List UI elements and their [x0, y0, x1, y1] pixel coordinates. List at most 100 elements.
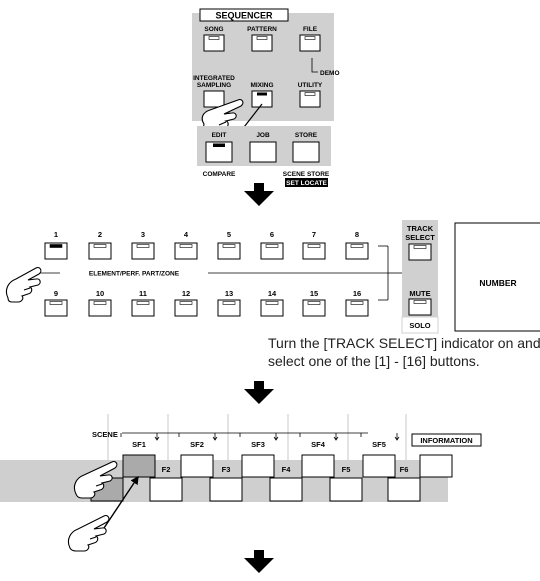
number-bottom-label-12: 12	[182, 289, 190, 298]
song-indicator	[208, 36, 220, 40]
pattern-indicator	[256, 36, 268, 40]
set-locate-badge	[285, 178, 328, 187]
pattern-label: PATTERN	[247, 26, 277, 33]
scene-arrow-icon-2	[212, 433, 218, 441]
number-indicator-14	[265, 301, 279, 305]
integrated-label-1: INTEGRATED	[193, 75, 235, 82]
hand-icon-sf1	[73, 461, 118, 499]
sf-button-SF4[interactable]	[301, 454, 335, 478]
file-label: FILE	[303, 26, 318, 33]
number-top-label-2: 2	[98, 230, 102, 239]
down-arrow-icon-3	[244, 550, 274, 573]
number-bottom-label-16: 16	[353, 289, 361, 298]
number-indicator-15	[307, 301, 321, 305]
element-perf-part-zone-label: ELEMENT/PERF. PART/ZONE	[89, 271, 180, 278]
compare-label: COMPARE	[203, 171, 236, 178]
sf-label-SF4: SF4	[311, 440, 326, 449]
utility-indicator	[304, 92, 316, 96]
f-button-F5[interactable]	[329, 477, 363, 502]
number-bottom-label-13: 13	[225, 289, 233, 298]
scene-store-label: SCENE STORE	[283, 171, 330, 178]
file-indicator	[304, 36, 316, 40]
number-bottom-label-14: 14	[268, 289, 277, 298]
number-indicator-11	[136, 301, 150, 305]
number-indicator-9	[49, 301, 63, 305]
store-label: STORE	[295, 132, 318, 139]
f-label-F3: F3	[222, 465, 231, 474]
f-button-F2[interactable]	[149, 477, 183, 502]
demo-label: DEMO	[320, 70, 340, 77]
number-indicator-6	[265, 244, 279, 248]
demo-bracket	[311, 58, 318, 73]
utility-label: UTILITY	[298, 82, 323, 89]
mute-label: MUTE	[409, 289, 430, 298]
number-top-label-5: 5	[227, 230, 231, 239]
integrated-sampling-button[interactable]	[203, 90, 225, 108]
f-button-F4[interactable]	[269, 477, 303, 502]
edit-label: EDIT	[212, 132, 227, 139]
number-label: NUMBER	[479, 278, 516, 288]
sf-button-SF5[interactable]	[362, 454, 396, 478]
track-select-label-1: TRACK	[407, 224, 434, 233]
hand-icon-number-1	[5, 267, 42, 303]
store-button[interactable]	[292, 141, 320, 163]
mixing-label: MIXING	[250, 82, 273, 89]
information-button[interactable]	[419, 454, 453, 478]
sf-label-SF1: SF1	[132, 440, 146, 449]
number-indicator-16	[350, 301, 364, 305]
number-box	[454, 222, 540, 332]
sequencer-title: SEQUENCER	[215, 11, 273, 21]
number-indicator-10	[93, 301, 107, 305]
track-select-indicator	[413, 245, 427, 249]
number-indicator-12	[179, 301, 193, 305]
number-top-label-8: 8	[355, 230, 359, 239]
sf-button-SF2[interactable]	[180, 454, 214, 478]
mixing-indicator-lit	[257, 92, 267, 96]
number-top-label-3: 3	[141, 230, 145, 239]
f1-to-sf1-arrow	[103, 475, 139, 529]
sf-button-SF3[interactable]	[241, 454, 275, 478]
number-bottom-label-10: 10	[96, 289, 104, 298]
scene-arrow-icon-3	[273, 433, 279, 441]
f-label-F4: F4	[282, 465, 292, 474]
f-label-F2: F2	[162, 465, 171, 474]
scene-label: SCENE	[92, 430, 118, 439]
solo-label: SOLO	[409, 321, 430, 330]
sf-label-SF2: SF2	[190, 440, 204, 449]
caption-line-1: Turn the [TRACK SELECT] indicator on and	[268, 335, 540, 351]
hand-icon-f1	[67, 515, 110, 552]
sf-button-SF1[interactable]	[122, 454, 156, 478]
job-button[interactable]	[249, 141, 277, 163]
instruction-caption: Turn the [TRACK SELECT] indicator on and…	[268, 334, 540, 370]
number-indicator-5	[222, 244, 236, 248]
number-bottom-label-9: 9	[54, 289, 58, 298]
set-locate-label: SET LOCATE	[286, 180, 327, 187]
edit-indicator-lit	[213, 143, 225, 147]
song-label: SONG	[204, 26, 223, 33]
number-indicator-4	[179, 244, 193, 248]
number-indicator-7	[307, 244, 321, 248]
number-top-label-6: 6	[270, 230, 274, 239]
mute-indicator	[413, 300, 427, 304]
sequencer-section: SEQUENCER SONG PATTERN FILE DEMO INTEGRA…	[192, 8, 340, 146]
number-bottom-label-15: 15	[310, 289, 318, 298]
edit-button[interactable]	[205, 141, 233, 163]
solo-box	[401, 316, 439, 334]
integrated-label-2: SAMPLING	[197, 82, 231, 89]
number-indicator-3	[136, 244, 150, 248]
f-button-F6[interactable]	[387, 477, 421, 502]
number-top-label-7: 7	[312, 230, 316, 239]
number-top-label-1: 1	[54, 230, 58, 239]
scene-arrow-icon-5	[394, 433, 400, 441]
scene-arrow-icon-1	[154, 433, 160, 441]
f-label-F6: F6	[400, 465, 409, 474]
number-indicator-13	[222, 301, 236, 305]
sf-buttons	[122, 454, 396, 478]
f-button-F3[interactable]	[209, 477, 243, 502]
